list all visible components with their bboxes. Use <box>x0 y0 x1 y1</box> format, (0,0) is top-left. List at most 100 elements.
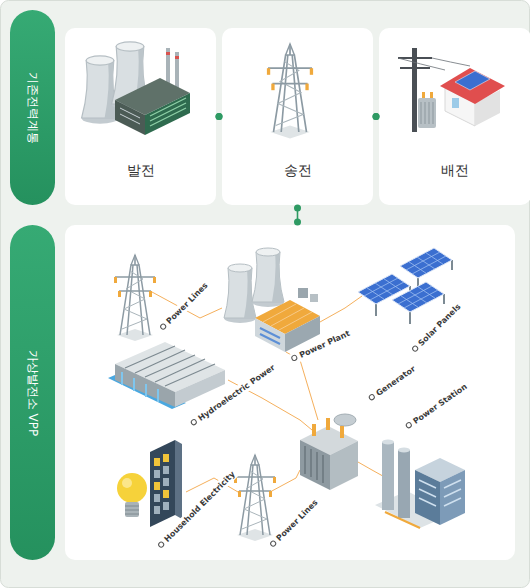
distribution-icon <box>398 48 505 132</box>
distribution-icon-part <box>398 58 470 70</box>
component-label: Hydroelectric Power <box>187 361 279 430</box>
household-illustration-part-part <box>154 470 160 478</box>
generator-illustration-part <box>305 446 323 483</box>
power-plant-illustration-part <box>255 318 285 352</box>
power-plant-illustration-part <box>260 328 280 344</box>
connectors <box>216 113 380 226</box>
household-illustration-part-part <box>163 466 169 474</box>
household-illustration-part <box>122 478 132 488</box>
power-plant-icon-part <box>150 98 186 126</box>
section-title: 기존전력계통 <box>26 72 40 144</box>
household-illustration-part-part <box>154 494 160 502</box>
connector-dot <box>216 113 223 120</box>
section-title: 가상발전소 VPP <box>26 349 40 436</box>
power-station-illustration-part <box>382 442 394 510</box>
transmission-tower-icon <box>267 44 313 139</box>
distribution-icon-part <box>418 98 436 128</box>
component-label: Power Station <box>402 380 471 433</box>
household-illustration-part-part <box>163 490 169 498</box>
connector-dot <box>216 113 223 120</box>
power-station-illustration-part <box>419 480 461 506</box>
power-plant-icon-part <box>145 93 190 135</box>
stage-card: 발전 <box>65 28 216 205</box>
power-station-illustration-part <box>440 470 465 525</box>
solar-panels-illustration <box>358 248 452 324</box>
stage-card: 송전 <box>222 28 373 205</box>
connector-dot <box>294 219 301 226</box>
stage-label: 송전 <box>222 162 373 179</box>
pylon-illustration-part <box>234 455 276 541</box>
distribution-icon-part <box>440 68 505 104</box>
household-illustration-part-part <box>154 506 160 514</box>
power-plant-illustration-part <box>310 294 318 302</box>
household-illustration-part <box>154 466 169 514</box>
power-station-illustration-part <box>415 470 440 525</box>
stage-label: 발전 <box>65 162 216 179</box>
component-label: Power Plant <box>288 327 354 365</box>
household-illustration-part-part <box>163 502 169 510</box>
distribution-icon-part <box>455 71 490 90</box>
power-station-illustration-part <box>398 448 410 453</box>
solar-panels-illustration-part <box>392 282 444 324</box>
generator-illustration-part <box>340 426 344 438</box>
household-illustration-part <box>117 473 147 503</box>
power-plant-icon-part <box>82 56 119 124</box>
dam-illustration <box>108 342 225 409</box>
box-ground <box>65 225 515 560</box>
household-illustration-part-part <box>163 478 169 486</box>
connector-dot <box>294 205 301 212</box>
connector-dot <box>373 113 380 120</box>
generator-illustration-part <box>334 414 356 426</box>
household-illustration-part <box>125 502 139 517</box>
generator-illustration-part <box>300 440 330 490</box>
generator-illustration-part <box>312 424 316 436</box>
distribution-icon-part <box>430 92 433 98</box>
power-plant-illustration <box>224 248 320 352</box>
component-label: Power Lines <box>156 278 212 334</box>
section-band: 기존전력계통 <box>10 10 55 205</box>
power-plant-icon <box>82 42 190 135</box>
distribution-icon-part <box>412 48 417 132</box>
household-illustration-part-part <box>154 458 160 466</box>
dam-illustration-part <box>122 372 158 402</box>
power-station-illustration-part <box>385 512 420 528</box>
power-plant-icon-part <box>166 52 170 55</box>
stage-card: 배전 <box>379 28 530 205</box>
vpp-wires-part <box>320 296 362 322</box>
connector-dot <box>373 113 380 120</box>
household-illustration-part <box>154 454 169 498</box>
component-label: Generator <box>365 362 419 405</box>
power-plant-icon-part <box>175 56 179 59</box>
power-station-illustration <box>375 440 465 529</box>
generator-illustration <box>300 414 358 490</box>
component-label: Power Lines <box>266 495 322 551</box>
household-illustration-part-part <box>154 482 160 490</box>
household-illustration-part <box>175 440 182 519</box>
pylon-illustration <box>234 455 276 541</box>
power-plant-icon-part <box>120 108 140 124</box>
stage-label: 배전 <box>379 162 530 179</box>
vpp-panel: Power LinesPower PlantSolar PanelsHydroe… <box>65 225 515 560</box>
box-ground <box>65 28 216 205</box>
dam-illustration-part <box>125 346 215 386</box>
box-grounds <box>65 28 530 560</box>
distribution-icon-part <box>422 92 425 98</box>
power-plant-icon-part <box>115 100 145 135</box>
transmission-tower-icon-part <box>267 44 313 139</box>
power-plant-illustration-part <box>252 248 284 307</box>
generator-illustration-part <box>326 418 330 430</box>
component-label: Household Electricity <box>154 467 239 552</box>
household-illustration-part <box>125 506 139 514</box>
household-illustration-part <box>150 440 175 527</box>
distribution-icon-part <box>452 98 459 108</box>
household-illustration-part-part <box>163 454 169 462</box>
section-band: 가상발전소 VPP <box>10 225 55 560</box>
component-label: Solar Panels <box>408 299 464 355</box>
power-plant-illustration-part <box>298 288 308 298</box>
generator-illustration-part <box>330 441 358 490</box>
household-illustration <box>117 440 182 527</box>
box-ground <box>379 28 530 205</box>
distribution-icon-part <box>421 102 433 124</box>
